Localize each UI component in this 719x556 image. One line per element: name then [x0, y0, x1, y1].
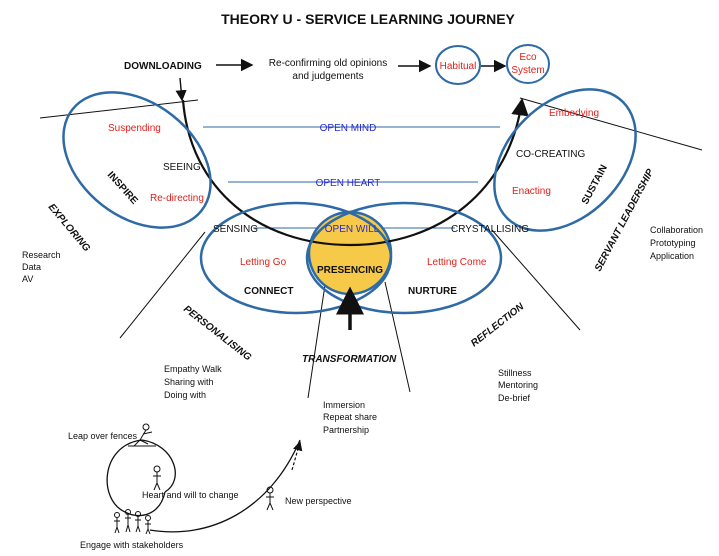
enacting-label: Enacting [512, 186, 551, 197]
transformation-line-left [307, 284, 326, 399]
journey-loop-path [106, 439, 301, 533]
perspective-figure-icon [266, 486, 274, 511]
heart-label: Heart and will to change [142, 490, 239, 500]
right-frame-line [519, 97, 703, 151]
transformation-list-1: Immersion [323, 400, 365, 410]
left-frame-line [39, 99, 199, 119]
reflection-list-3: De-brief [498, 393, 531, 403]
engage-label: Engage with stakeholders [80, 540, 184, 550]
left-lower-line [119, 231, 206, 339]
seeing-label: SEEING [163, 162, 201, 173]
downloading-label: DOWNLOADING [124, 61, 202, 72]
eco-label-2: System [511, 65, 544, 76]
personalising-list-2: Sharing with [164, 377, 214, 387]
habitual-label: Habitual [440, 61, 477, 72]
inspire-ellipse [62, 91, 212, 229]
personalising-label: PERSONALISING [181, 304, 253, 364]
nurture-label: NURTURE [408, 286, 457, 297]
left-list-1: Research [22, 250, 61, 260]
redirecting-label: Re-directing [150, 193, 204, 204]
left-list-2: Data [22, 262, 41, 272]
crystallising-label: CRYSTALLISING [451, 224, 529, 235]
sustain-ellipse [493, 88, 637, 232]
reconfirm-line-2: and judgements [292, 71, 363, 82]
right-list-3: Application [650, 251, 694, 261]
reflection-list-1: Stillness [498, 368, 532, 378]
diagram-title: THEORY U - SERVICE LEARNING JOURNEY [221, 11, 515, 27]
transformation-label: TRANSFORMATION [302, 354, 397, 365]
habitual-bubble [435, 45, 481, 85]
leap-label: Leap over fences [68, 431, 138, 441]
personalising-list-3: Doing with [164, 390, 206, 400]
reflection-label: REFLECTION [469, 301, 527, 349]
transformation-list-3: Partnership [323, 425, 369, 435]
stakeholders-group-icon [114, 509, 151, 535]
eco-system-bubble [506, 44, 550, 84]
letting-come-label: Letting Come [427, 257, 487, 268]
open-heart-label: OPEN HEART [316, 178, 381, 189]
left-list-3: AV [22, 274, 33, 284]
co-creating-label: CO-CREATING [516, 149, 585, 160]
reconfirm-line-1: Re-confirming old opinions [269, 58, 387, 69]
right-list-2: Prototyping [650, 238, 696, 248]
eco-label-1: Eco [519, 52, 537, 63]
open-mind-label: OPEN MIND [320, 123, 377, 134]
inspire-label: INSPIRE [105, 170, 140, 207]
right-list-1: Collaboration [650, 225, 703, 235]
suspending-label: Suspending [108, 123, 161, 134]
personalising-list-1: Empathy Walk [164, 364, 222, 374]
nurture-ellipse [305, 201, 503, 315]
connect-label: CONNECT [244, 286, 293, 297]
reflection-list-2: Mentoring [498, 380, 538, 390]
journey-dashed-arrow [291, 440, 303, 471]
arrow-down-start [175, 77, 187, 102]
leap-figure-icon [128, 423, 156, 447]
sensing-label: SENSING [213, 224, 258, 235]
presencing-label: PRESENCING [317, 265, 383, 276]
open-will-label: OPEN WILL [325, 224, 380, 235]
servant-leadership-label: SERVANT LEADERSHIP [593, 167, 657, 273]
transformation-list-2: Repeat share [323, 412, 377, 422]
transformation-line-right [384, 281, 411, 393]
connect-ellipse [199, 201, 393, 315]
perspective-label: New perspective [285, 496, 352, 506]
letting-go-label: Letting Go [240, 257, 287, 268]
exploring-label: EXPLORING [46, 202, 92, 254]
heart-figure-icon [153, 465, 161, 491]
right-lower-line [491, 229, 581, 331]
embodying-label: Embodying [549, 108, 599, 119]
